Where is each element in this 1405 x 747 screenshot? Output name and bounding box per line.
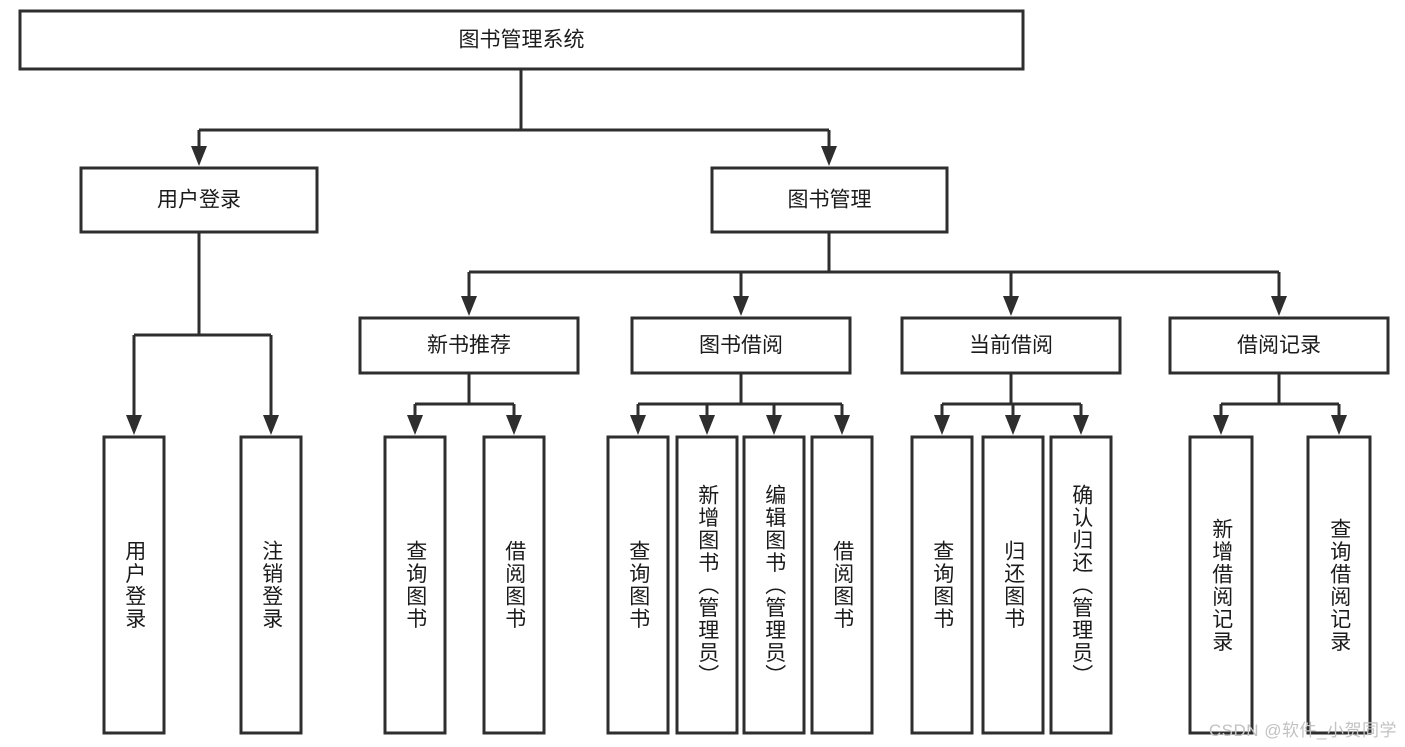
label-leaf-user-login: 用户登录 [122, 540, 146, 630]
leaf-leaf-user-logout[interactable] [239, 435, 303, 735]
label-borrow-record: 借阅记录 [1237, 334, 1321, 357]
connector-root-to-level2 [191, 69, 837, 166]
label-leaf-query-book-borrow: 查询图书 [626, 540, 650, 630]
label-leaf-query-book-recommend: 查询图书 [403, 540, 427, 630]
label-book-manage: 图书管理 [788, 189, 872, 212]
arrow-head-icon [766, 415, 782, 435]
label-user-login: 用户登录 [157, 189, 241, 212]
leaf-leaf-add-borrow-record[interactable] [1188, 435, 1254, 735]
leaf-leaf-query-book-recommend[interactable] [383, 435, 447, 735]
leaf-leaf-add-book-admin[interactable] [675, 435, 739, 735]
arrow-head-icon [733, 296, 749, 316]
label-leaf-add-book-admin: 新增图书（管理员） [695, 483, 719, 687]
arrow-head-icon [934, 415, 950, 435]
arrow-head-icon [461, 296, 477, 316]
arrow-head-icon [407, 415, 423, 435]
arrow-head-icon [191, 146, 207, 166]
connector-user-login-to-leaves [126, 232, 279, 435]
arrow-head-icon [1271, 296, 1287, 316]
label-leaf-query-borrow-record: 查询借阅记录 [1327, 517, 1351, 653]
label-leaf-add-borrow-record: 新增借阅记录 [1209, 517, 1233, 653]
label-leaf-return-book: 归还图书 [1001, 540, 1025, 630]
node-new-book-recommend[interactable] [358, 316, 580, 375]
arrow-head-icon [834, 415, 850, 435]
node-book-manage[interactable] [710, 166, 949, 234]
arrow-head-icon [1003, 296, 1019, 316]
arrow-head-icon [699, 415, 715, 435]
node-borrow-record[interactable] [1168, 316, 1390, 375]
label-leaf-confirm-return-admin: 确认归还（管理员） [1069, 483, 1093, 687]
label-book-borrow: 图书借阅 [699, 334, 783, 357]
arrow-head-icon [630, 415, 646, 435]
connector-new-book-recommend-to-leaves [407, 373, 522, 435]
label-current-borrow: 当前借阅 [969, 334, 1053, 357]
node-root[interactable] [18, 9, 1025, 71]
label-leaf-borrow-book: 借阅图书 [830, 540, 854, 630]
node-box-layer [18, 9, 1390, 735]
label-new-book-recommend: 新书推荐 [427, 334, 511, 357]
leaf-leaf-confirm-return-admin[interactable] [1049, 435, 1113, 735]
arrow-head-icon [821, 146, 837, 166]
node-current-borrow[interactable] [900, 316, 1122, 375]
arrow-head-icon [1213, 415, 1229, 435]
leaf-leaf-edit-book-admin[interactable] [742, 435, 806, 735]
arrow-head-icon [506, 415, 522, 435]
connector-book-borrow-to-leaves [630, 373, 850, 435]
label-root: 图书管理系统 [459, 29, 585, 52]
arrow-head-icon [1331, 415, 1347, 435]
leaf-leaf-query-borrow-record[interactable] [1306, 435, 1372, 735]
leaf-leaf-borrow-book[interactable] [810, 435, 874, 735]
csdn-watermark: CSDN @软件_小贺同学 [1208, 721, 1397, 740]
leaf-leaf-query-book-current[interactable] [910, 435, 974, 735]
leaf-leaf-user-login[interactable] [102, 435, 166, 735]
arrow-head-icon [126, 415, 142, 435]
connector-borrow-record-to-leaves [1213, 373, 1347, 435]
label-leaf-edit-book-admin: 编辑图书（管理员） [762, 483, 786, 687]
leaf-leaf-return-book[interactable] [981, 435, 1045, 735]
arrow-head-icon [263, 415, 279, 435]
connector-book-manage-to-level3 [461, 232, 1287, 316]
leaf-leaf-borrow-book-recommend[interactable] [482, 435, 546, 735]
label-leaf-borrow-book-recommend: 借阅图书 [502, 540, 526, 630]
label-leaf-query-book-current: 查询图书 [930, 540, 954, 630]
label-leaf-user-logout: 注销登录 [259, 540, 283, 630]
connector-layer [126, 69, 1347, 435]
arrow-head-icon [1073, 415, 1089, 435]
arrow-head-icon [1005, 415, 1021, 435]
connector-current-borrow-to-leaves [934, 373, 1089, 435]
leaf-leaf-query-book-borrow[interactable] [606, 435, 670, 735]
node-book-borrow[interactable] [630, 316, 852, 375]
node-user-login[interactable] [79, 166, 319, 234]
